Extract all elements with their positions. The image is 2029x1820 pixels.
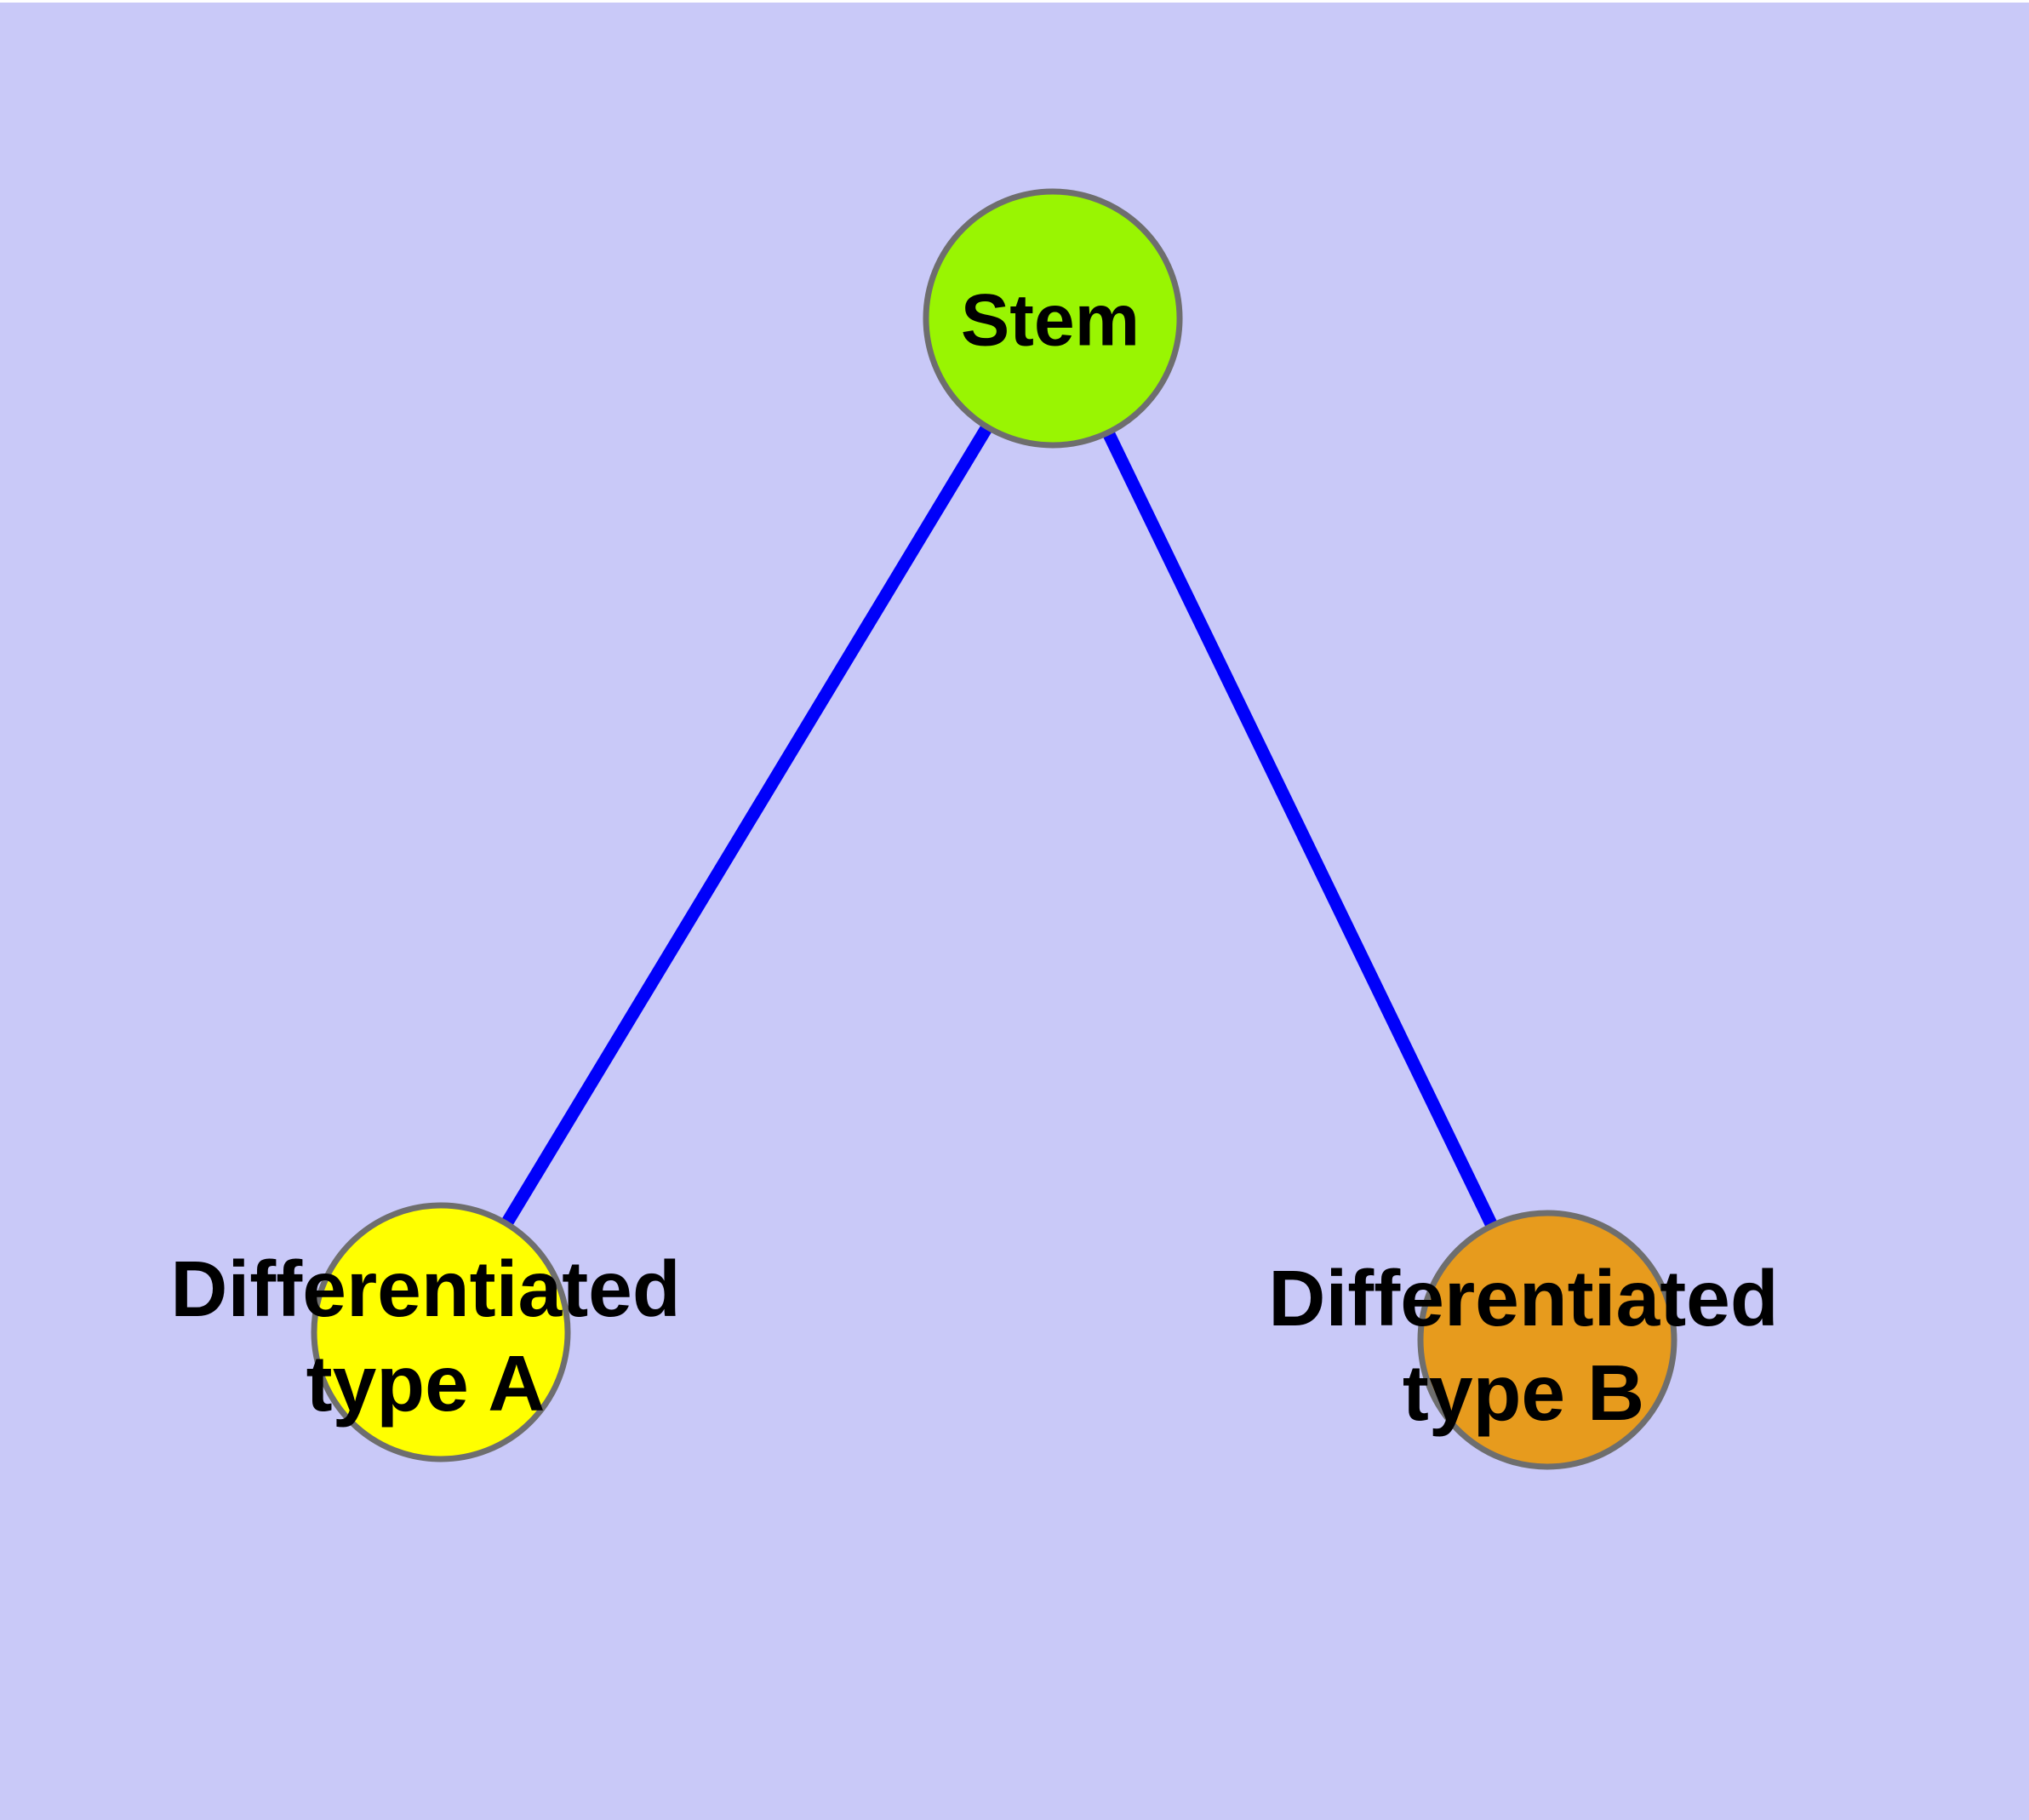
differentiated-type-a-node-circle — [311, 1202, 571, 1462]
type-a-label-line2: type A — [306, 1339, 546, 1428]
differentiated-type-b-node-circle — [1417, 1210, 1677, 1470]
type-b-label-line2: type B — [1402, 1348, 1645, 1437]
stem-node-circle — [923, 188, 1183, 449]
stem-label-text: Stem — [960, 279, 1140, 362]
type-b-node-label: Differentiated type B — [1268, 1251, 1778, 1440]
edge-stem-to-type-b — [1047, 315, 1553, 1343]
type-b-label-line1: Differentiated — [1268, 1254, 1779, 1342]
type-a-label-line1: Differentiated — [170, 1245, 681, 1333]
type-a-node-label: Differentiated type A — [170, 1242, 680, 1431]
edge-stem-to-type-a — [435, 315, 1059, 1336]
top-edge-highlight — [0, 0, 2029, 3]
stem-node-label: Stem — [961, 274, 1140, 369]
